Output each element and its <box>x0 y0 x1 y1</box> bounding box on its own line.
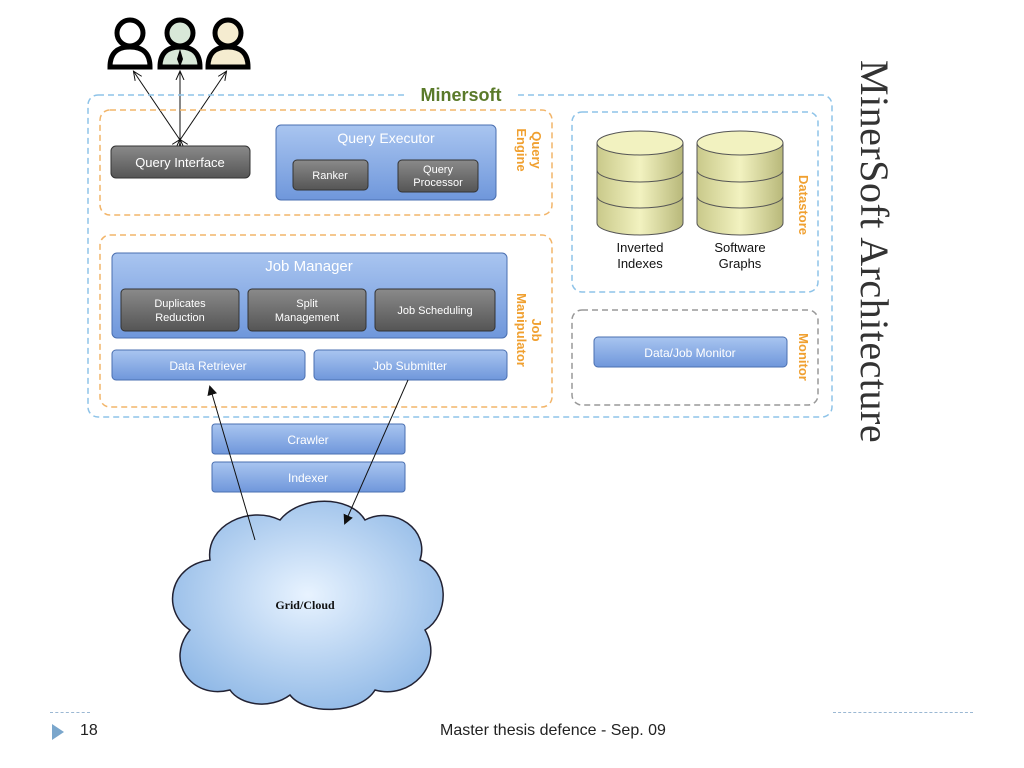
duplicates-reduction-box <box>120 288 240 332</box>
job-submitter-label: Job Submitter <box>373 359 447 373</box>
crawler-label: Crawler <box>287 433 328 447</box>
slide-title: MinerSoft Architecture <box>852 60 897 444</box>
query-interface-label: Query Interface <box>135 155 225 170</box>
indexer-label: Indexer <box>288 471 328 485</box>
query-processor-box <box>397 159 479 193</box>
footer-arrow-icon <box>52 724 64 740</box>
job-scheduling-label: Job Scheduling <box>397 305 472 317</box>
grid-cloud <box>171 500 444 711</box>
datastore-label: Datastore <box>796 175 811 235</box>
user-icon <box>157 17 203 70</box>
indexer-box <box>211 461 406 493</box>
connectors <box>207 379 409 541</box>
job-submitter-box <box>313 349 508 381</box>
user-icon <box>205 17 251 70</box>
footer-divider-right <box>833 712 973 713</box>
data-job-monitor-label: Data/Job Monitor <box>644 346 735 360</box>
footer-divider-left <box>50 712 90 713</box>
grid-cloud-label: Grid/Cloud <box>275 598 335 612</box>
monitor-label: Monitor <box>796 333 811 381</box>
user-arrows <box>134 72 226 140</box>
query-engine-label: QueryEngine <box>514 128 544 171</box>
page-number: 18 <box>80 722 98 739</box>
data-retriever-label: Data Retriever <box>169 359 246 373</box>
datastore-group <box>571 111 819 293</box>
query-engine-group <box>99 109 553 216</box>
slide-title-container: MinerSoft Architecture <box>850 60 910 580</box>
query-interface-box <box>110 145 251 179</box>
job-manager-label: Job Manager <box>265 258 353 275</box>
query-executor-label: Query Executor <box>337 130 435 146</box>
ranker-label: Ranker <box>312 170 348 182</box>
software-graphs-db <box>696 130 784 236</box>
footer-text: Master thesis defence - Sep. 09 <box>440 722 666 739</box>
job-manipulator-group <box>99 234 553 408</box>
monitor-group <box>571 309 819 406</box>
job-scheduling-box <box>374 288 496 332</box>
ranker-box <box>292 159 369 191</box>
user-icons <box>107 17 251 70</box>
data-retriever-box <box>111 349 306 381</box>
job-manipulator-label: JobManipulator <box>514 293 544 367</box>
crawler-box <box>211 423 406 455</box>
split-management-box <box>247 288 367 332</box>
data-job-monitor-box <box>593 336 788 368</box>
inverted-indexes-db <box>596 130 684 236</box>
system-label: Minersoft <box>421 85 502 105</box>
user-icon <box>107 17 153 70</box>
